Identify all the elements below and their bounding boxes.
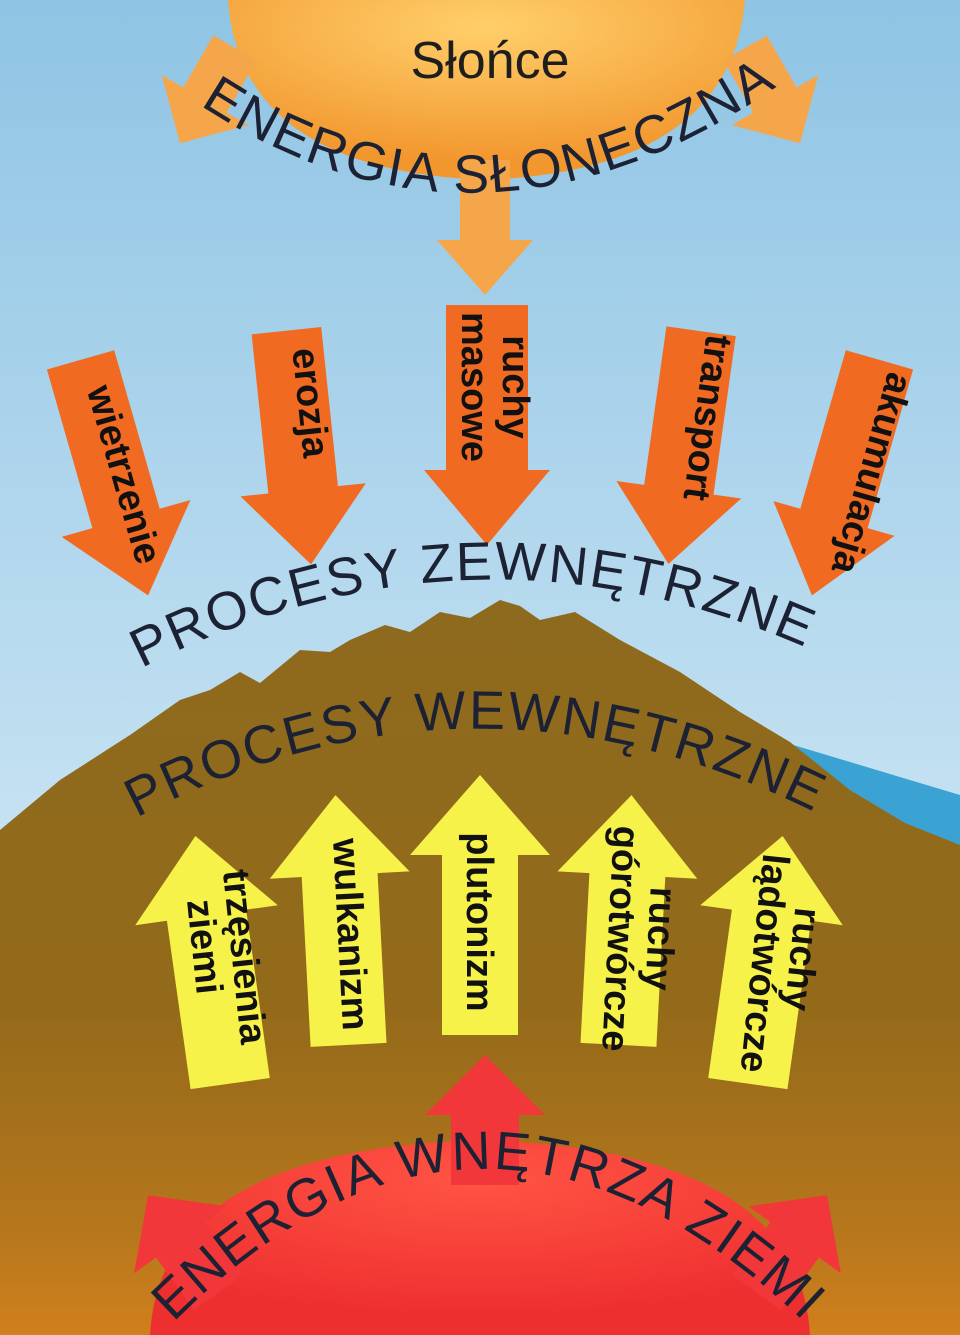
earth-energy-arrow-center — [425, 1055, 545, 1185]
solar-arrow-center — [437, 160, 533, 295]
internal-label-ziemi: ziemi — [178, 897, 230, 996]
internal-label-wulkanizm: wulkanizm — [324, 836, 376, 1031]
external-arrow-transport — [616, 326, 742, 564]
external-arrow-wietrzenie — [46, 350, 191, 596]
sun-label: Słońce — [411, 32, 570, 90]
earth-energy-arrow-left — [134, 1195, 243, 1310]
solar-arrow-left — [161, 35, 257, 144]
external-label-masowe: masowe — [453, 312, 495, 462]
external-arrow-akumulacja — [773, 350, 914, 596]
internal-arrow-ruchy-gorotworcze — [557, 795, 698, 1047]
earth-core — [150, 1140, 810, 1335]
sun — [228, 0, 745, 180]
internal-label-plutonizm: plutonizm — [458, 832, 500, 1011]
internal-label-ruchy-1: ruchy — [636, 886, 683, 992]
internal-arrow-plutonizm — [410, 775, 550, 1035]
external-arrow-erozja — [240, 327, 366, 565]
external-label-ruchy: ruchy — [494, 335, 536, 438]
external-arrow-ruchy-masowe — [424, 305, 550, 545]
earth-energy-arrow-right — [732, 1195, 841, 1310]
internal-arrow-trzesienia-ziemi — [135, 836, 278, 1090]
solar-arrow-right — [723, 35, 819, 144]
internal-arrow-wulkanizm — [269, 795, 410, 1047]
internal-arrow-ruchy-ladotworcze — [700, 836, 843, 1090]
